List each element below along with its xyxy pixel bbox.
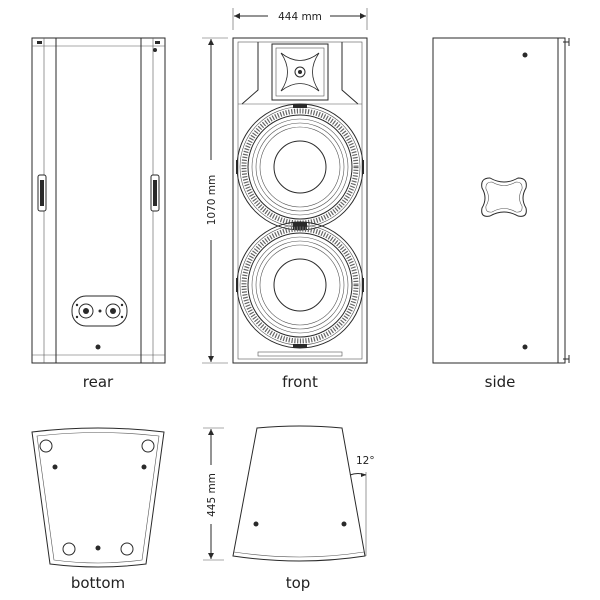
angle-label: 12° [356,455,375,467]
rear-view: rear [31,37,166,391]
foot [141,439,155,453]
front-label: front [282,373,318,391]
foot [120,542,134,556]
horn-tweeter [271,43,329,101]
left-handle [37,174,47,212]
front-view: 444 mm 1070 mm [202,8,368,391]
side-handle [481,177,527,217]
side-label: side [485,373,516,391]
lower-woofer [237,222,363,348]
angle-dimension: 12° [349,455,375,556]
height-label: 1070 mm [206,175,218,226]
bottom-view: bottom [31,427,165,592]
top-outline [232,425,366,562]
rear-label: rear [83,373,114,391]
side-view: side [432,37,570,391]
right-handle [150,174,160,212]
width-dimension: 444 mm [232,8,368,30]
bottom-outline [31,427,165,568]
width-label: 444 mm [278,11,322,23]
top-view: 445 mm 12° top [203,425,375,592]
depth-label: 445 mm [206,473,218,517]
side-cabinet-outline [432,37,566,364]
depth-dimension: 445 mm [203,427,224,561]
speakon-connector-plate [71,295,128,327]
foot [39,439,53,453]
height-dimension: 1070 mm [202,37,228,364]
bottom-label: bottom [71,574,125,592]
foot [62,542,76,556]
top-label: top [286,574,311,592]
